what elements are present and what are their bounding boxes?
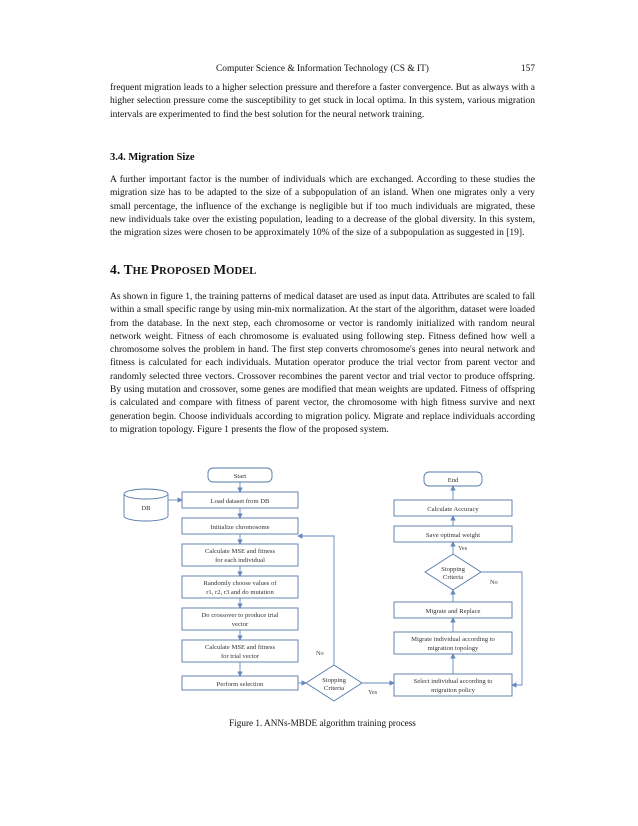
select-individual-label-2: migration policy	[431, 687, 475, 694]
journal-title: Computer Science & Information Technolog…	[216, 64, 429, 74]
migrate-replace-label: Migrate and Replace	[426, 608, 481, 615]
mutation-label-2: r1, r2, r3 and do mutation	[206, 589, 274, 596]
stopping-criteria-2-label-2: Criteria	[443, 574, 463, 581]
select-individual-label-1: Select individual according to	[414, 678, 494, 685]
migrate-individual-label-1: Migrate individual according to	[411, 636, 495, 643]
database-label: DB	[141, 505, 151, 512]
stopping-criteria-1-label-1: Stopping	[322, 677, 347, 684]
trial-fitness-label-1: Calculate MSE and fitness	[205, 644, 276, 651]
crossover-label-1: Do crossover to produce trial	[202, 612, 279, 619]
paragraph-migration-intervals: frequent migration leads to a higher sel…	[110, 83, 535, 120]
no-label-1: No	[316, 650, 324, 657]
section-heading-migration-size: 3.4. Migration Size	[110, 152, 195, 163]
figure-flowchart: Start DB Load dataset from DB Initialize…	[110, 462, 530, 714]
migrate-individual-label-2: migration topology	[428, 645, 479, 652]
calculate-mse-label-1: Calculate MSE and fitness	[205, 548, 276, 555]
calculate-accuracy-label: Calculate Accuracy	[427, 506, 479, 513]
stopping-criteria-1-label-2: Criteria	[324, 685, 344, 692]
no-label-2: No	[490, 579, 498, 586]
paragraph-proposed-model: As shown in figure 1, the training patte…	[110, 292, 535, 435]
trial-fitness-label-2: for trial vector	[221, 653, 260, 660]
database-cylinder	[123, 488, 169, 522]
stopping-criteria-2-label-1: Stopping	[441, 566, 466, 573]
mutation-label-1: Randomly choose values of	[203, 580, 277, 587]
page-number: 157	[520, 64, 535, 74]
perform-selection-label: Perform selection	[217, 681, 264, 688]
initialize-chromosome-label: Initialize chromosome	[210, 524, 269, 531]
save-optimal-weight-label: Save optimal weight	[426, 532, 480, 539]
yes-label-1: Yes	[368, 689, 378, 696]
figure-caption: Figure 1. ANNs-MBDE algorithm training p…	[229, 718, 416, 728]
paragraph-migration-size: A further important factor is the number…	[110, 175, 535, 239]
start-label: Start	[234, 473, 247, 480]
flowchart-svg: Start DB Load dataset from DB Initialize…	[123, 467, 523, 702]
section-heading-proposed-model: 4. THE PROPOSED MODEL	[110, 262, 257, 277]
calculate-mse-label-2: for each individual	[215, 557, 265, 564]
end-label: End	[448, 477, 459, 484]
crossover-label-2: vector	[232, 621, 249, 628]
yes-label-2: Yes	[458, 545, 468, 552]
load-dataset-label: Load dataset from DB	[211, 498, 270, 505]
stopping-criteria-decision-1	[305, 664, 363, 702]
